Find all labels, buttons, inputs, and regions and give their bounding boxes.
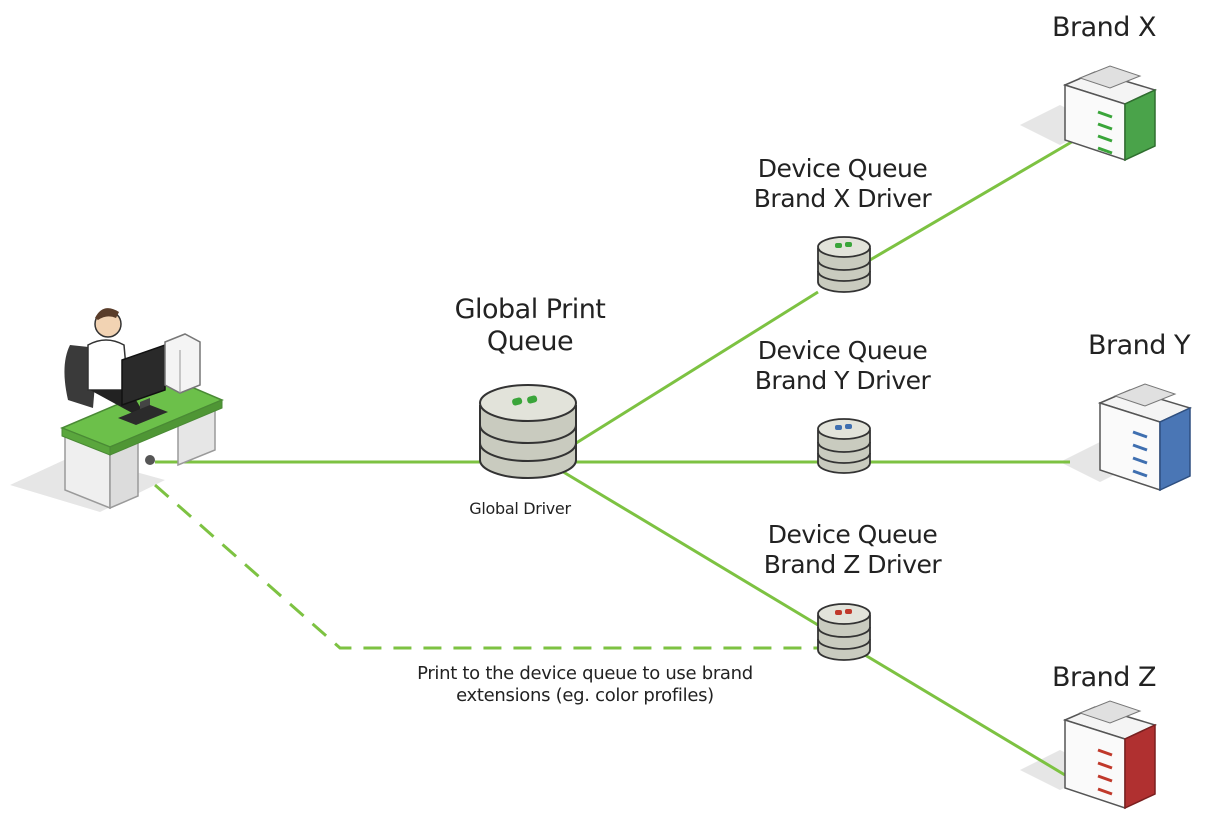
device-queue-x-line1: Device Queue bbox=[757, 154, 928, 183]
direct-print-note-line2: extensions (eg. color profiles) bbox=[456, 684, 714, 706]
keyboard bbox=[118, 405, 168, 425]
connector-lines bbox=[154, 138, 1076, 777]
printer-brand-z bbox=[1062, 700, 1158, 810]
device-queue-y-line2: Brand Y Driver bbox=[754, 366, 931, 395]
device-queue-x-label: Device Queue Brand X Driver bbox=[735, 154, 950, 214]
printer-brand-y bbox=[1097, 383, 1193, 492]
device-queue-x-line2: Brand X Driver bbox=[753, 184, 932, 213]
global-driver-label: Global Driver bbox=[469, 499, 571, 518]
user-workstation bbox=[60, 308, 224, 510]
printer-y-label: Brand Y bbox=[1088, 330, 1191, 361]
device-queue-y-server bbox=[817, 418, 871, 474]
device-queue-z-line1: Device Queue bbox=[767, 520, 938, 549]
direct-print-note: Print to the device queue to use brand e… bbox=[355, 663, 815, 706]
network-port bbox=[145, 455, 155, 465]
global-queue-server bbox=[479, 384, 577, 479]
monitor bbox=[121, 343, 166, 407]
device-queue-z-line2: Brand Z Driver bbox=[763, 550, 942, 579]
device-queue-z-server bbox=[817, 603, 871, 661]
line-queue-x-to-printer-x bbox=[869, 138, 1076, 262]
printer-z-label: Brand Z bbox=[1052, 662, 1157, 693]
printer-brand-x bbox=[1062, 65, 1158, 162]
global-queue-title-line1: Global Print bbox=[454, 294, 606, 325]
line-user-to-queue-z-dashed bbox=[154, 483, 818, 650]
device-queue-y-line1: Device Queue bbox=[757, 336, 928, 365]
device-queue-y-label: Device Queue Brand Y Driver bbox=[735, 336, 950, 396]
line-queue-z-to-printer-z bbox=[864, 653, 1066, 777]
computer-tower bbox=[164, 333, 201, 394]
global-queue-title: Global Print Queue bbox=[430, 294, 630, 359]
printer-x-label: Brand X bbox=[1052, 12, 1157, 43]
line-global-to-queue-x bbox=[564, 290, 819, 452]
direct-print-note-line1: Print to the device queue to use brand bbox=[417, 663, 753, 684]
device-queue-z-label: Device Queue Brand Z Driver bbox=[745, 520, 960, 580]
device-queue-x-server bbox=[817, 236, 871, 293]
line-global-to-queue-z bbox=[559, 468, 819, 627]
global-queue-title-line2: Queue bbox=[486, 326, 574, 358]
